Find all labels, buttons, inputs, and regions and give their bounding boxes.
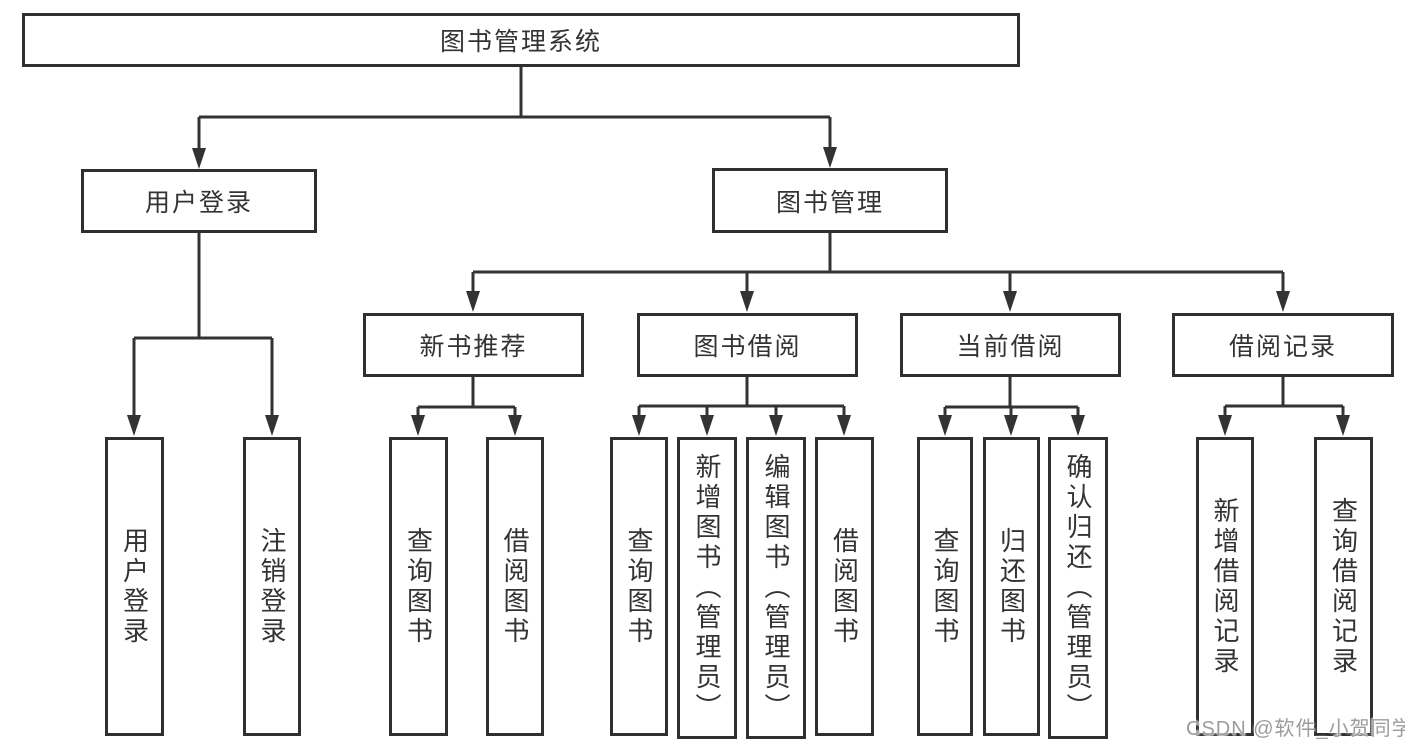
leaf-add-books-admin: 新增图书（管理员） bbox=[677, 437, 737, 739]
leaf-query-borrow-record: 查询借阅记录 bbox=[1314, 437, 1373, 736]
node-user-login: 用户登录 bbox=[81, 169, 317, 233]
leaf-add-borrow-record: 新增借阅记录 bbox=[1196, 437, 1254, 736]
node-new-book-recommendation: 新书推荐 bbox=[363, 313, 584, 377]
leaf-query-books-borrowing: 查询图书 bbox=[610, 437, 668, 736]
node-book-borrowing: 图书借阅 bbox=[637, 313, 858, 377]
node-book-management: 图书管理 bbox=[712, 168, 948, 233]
node-library-management-system: 图书管理系统 bbox=[22, 13, 1020, 67]
leaf-user-login: 用户登录 bbox=[105, 437, 164, 736]
leaf-confirm-return-admin: 确认归还（管理员） bbox=[1048, 437, 1108, 739]
leaf-query-books-recommend: 查询图书 bbox=[389, 437, 448, 736]
leaf-borrow-books: 借阅图书 bbox=[815, 437, 874, 736]
leaf-query-books-current: 查询图书 bbox=[917, 437, 973, 736]
csdn-watermark: CSDN @软件_小贺同学 bbox=[1186, 718, 1405, 740]
leaf-borrow-books-recommend: 借阅图书 bbox=[486, 437, 544, 736]
leaf-edit-books-admin: 编辑图书（管理员） bbox=[746, 437, 806, 739]
node-borrowing-records: 借阅记录 bbox=[1172, 313, 1394, 377]
leaf-return-books: 归还图书 bbox=[983, 437, 1040, 736]
node-current-borrowing: 当前借阅 bbox=[900, 313, 1121, 377]
leaf-logout: 注销登录 bbox=[243, 437, 301, 736]
